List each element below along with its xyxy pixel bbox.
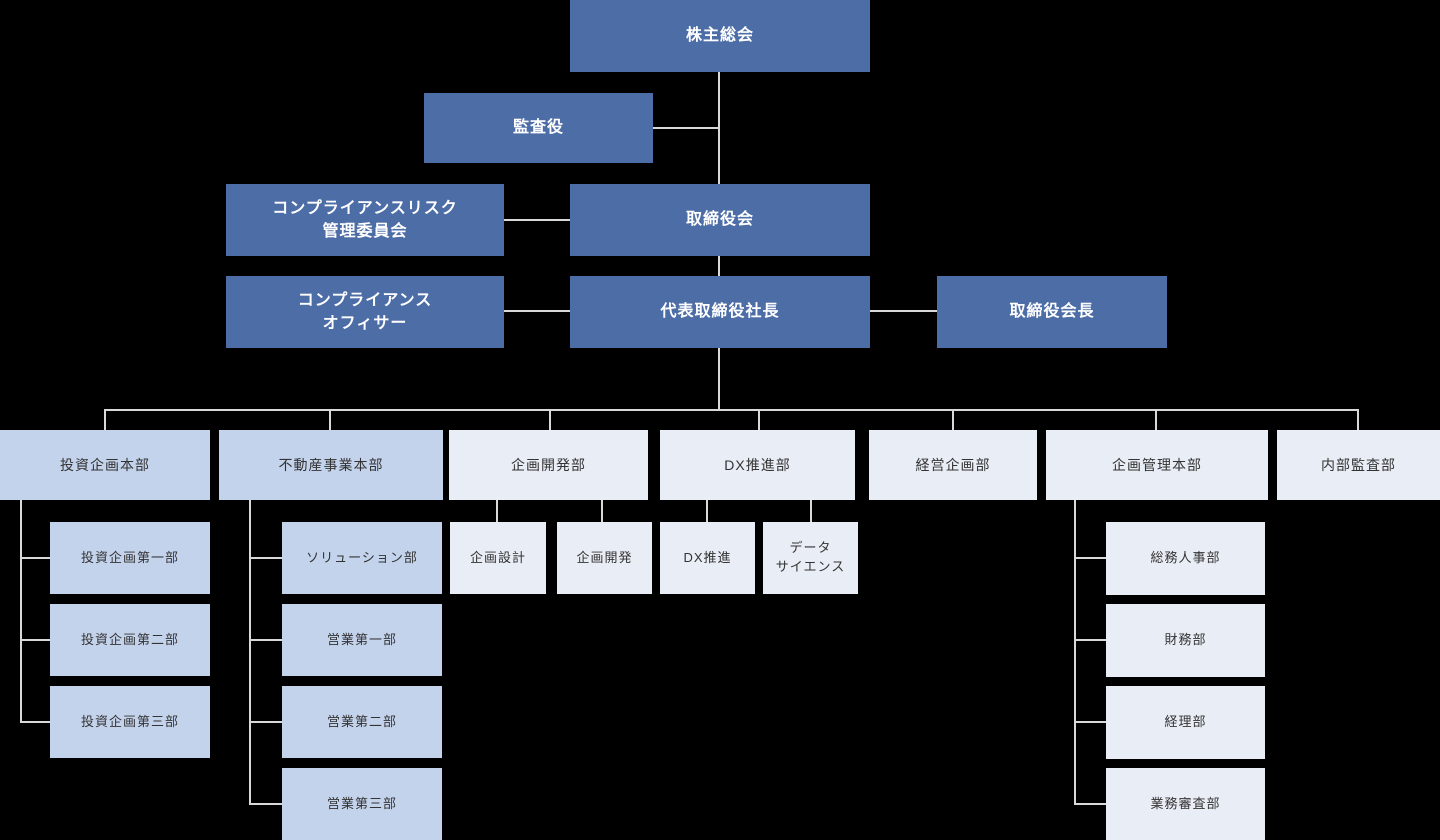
node-sales-1: 営業第一部 [282,604,442,676]
node-investment-planning-2: 投資企画第二部 [50,604,210,676]
node-compliance-officer: コンプライアンス オフィサー [226,276,504,348]
connector-stub [20,557,50,559]
node-auditor: 監査役 [424,93,653,163]
node-label: 総務人事部 [1150,550,1221,566]
node-label: 企画開発 [576,549,633,565]
connector-stub [104,409,106,430]
node-compliance-risk-committee: コンプライアンスリスク 管理委員会 [226,184,504,256]
node-finance-dept: 財務部 [1106,604,1265,677]
connector-president-down [718,348,720,410]
connector-trunk-investment [20,500,22,723]
connector-trunk-planning-admin [1074,500,1076,805]
node-label: 内部監査部 [1321,456,1396,473]
connector-stub [249,803,282,805]
node-label: 企画設計 [469,549,526,565]
node-corporate-planning-dept: 経営企画部 [869,430,1037,500]
connector-stub [706,500,708,522]
node-chairman: 取締役会長 [937,276,1167,348]
node-label: 経営企画部 [915,456,991,473]
connector-board-president [718,256,720,276]
connector-stub [549,409,551,430]
node-label: 業務審査部 [1150,795,1221,811]
connector-stub [1074,803,1106,805]
connector-stub [1074,721,1106,723]
node-business-review-dept: 業務審査部 [1106,768,1265,840]
node-label: 企画管理本部 [1112,456,1202,473]
node-label: 投資企画本部 [60,456,150,473]
connector-stub [20,639,50,641]
node-planning-dev-dept: 企画開発部 [449,430,648,500]
node-investment-planning-1: 投資企画第一部 [50,522,210,594]
connector-stub [1074,557,1106,559]
connector-stub [1155,409,1157,430]
node-label: DX推進 [683,549,732,565]
node-label: 投資企画第二部 [80,631,179,647]
connector-stub [249,557,282,559]
node-label: 投資企画第一部 [80,549,179,565]
node-shareholders-meeting: 株主総会 [570,0,870,72]
node-president: 代表取締役社長 [570,276,870,348]
node-accounting-dept: 経理部 [1106,686,1265,759]
node-label: 営業第三部 [326,795,397,811]
node-label: 経理部 [1164,714,1207,730]
node-general-affairs-hr: 総務人事部 [1106,522,1265,595]
connector-stub [329,409,331,430]
node-label: 投資企画第三部 [80,713,179,729]
node-investment-planning-3: 投資企画第三部 [50,686,210,758]
node-label: 営業第二部 [326,713,397,729]
node-investment-planning-hq: 投資企画本部 [0,430,210,500]
node-label: 代表取締役社長 [660,303,780,321]
connector-compliance-officer [504,310,570,312]
node-solution-dept: ソリューション部 [282,522,442,594]
node-dx-promotion-dept: DX推進部 [660,430,855,500]
node-label: 財務部 [1164,632,1207,648]
connector-stub [758,409,760,430]
node-label: DX推進部 [724,456,791,473]
node-plan-development: 企画開発 [557,522,652,594]
connector-stub [601,500,603,522]
connector-auditor [653,127,719,129]
node-data-science: データ サイエンス [763,522,858,594]
node-board-of-directors: 取締役会 [570,184,870,256]
node-label: 不動産事業本部 [278,456,384,473]
connector-stub [20,721,50,723]
connector-stub [1074,639,1106,641]
connector-stub [810,500,812,522]
connector-trunk-real-estate [249,500,251,805]
node-label: 取締役会長 [1009,303,1095,321]
connector-stub [496,500,498,522]
connector-stub [249,721,282,723]
node-internal-audit-dept: 内部監査部 [1277,430,1440,500]
node-label: ソリューション部 [306,549,418,565]
node-planning-admin-hq: 企画管理本部 [1046,430,1268,500]
connector-shareholders-board [718,72,720,184]
node-plan-design: 企画設計 [450,522,546,594]
node-real-estate-hq: 不動産事業本部 [219,430,443,500]
connector-chairman [870,310,937,312]
node-label: コンプライアンスリスク 管理委員会 [272,199,458,240]
connector-compliance-committee [504,219,570,221]
node-dx-promotion: DX推進 [660,522,755,594]
node-label: 営業第一部 [326,631,397,647]
node-label: 株主総会 [685,27,754,45]
node-label: 監査役 [512,119,564,137]
node-label: 企画開発部 [511,456,586,473]
node-label: 取締役会 [685,211,754,229]
node-sales-3: 営業第三部 [282,768,442,840]
connector-main-rail [104,409,1359,411]
node-sales-2: 営業第二部 [282,686,442,758]
node-label: コンプライアンス オフィサー [297,291,433,332]
connector-stub [952,409,954,430]
node-label: データ サイエンス [775,540,846,574]
connector-stub [1357,409,1359,430]
connector-stub [249,639,282,641]
